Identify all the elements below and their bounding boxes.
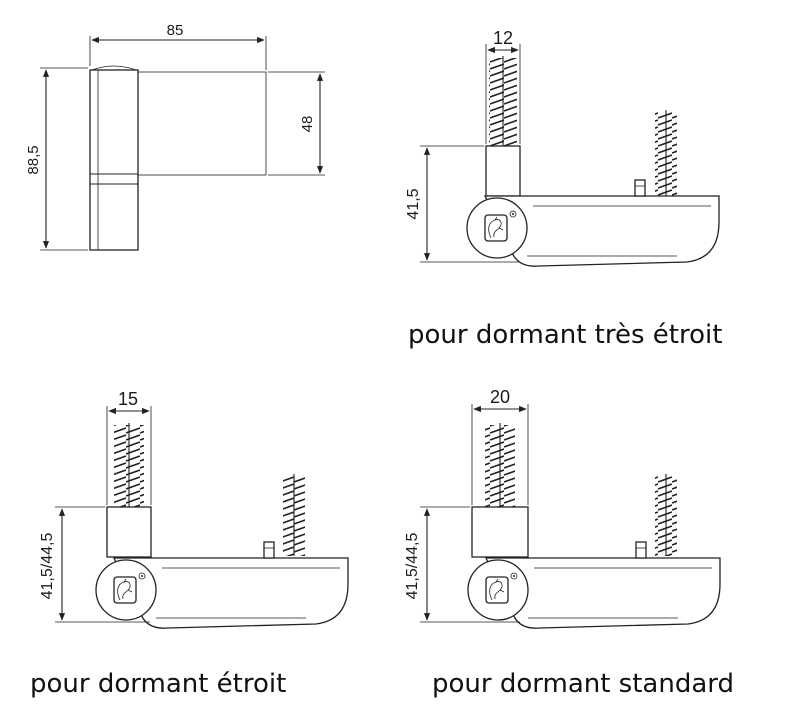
caption-very-narrow: pour dormant très étroit [408,320,722,350]
front-view: 85 88,5 48 [25,22,325,251]
dimension-88-5-label: 88,5 [25,145,42,174]
caption-narrow: pour dormant étroit [30,669,286,699]
dimension-height-label: 41,5/44,5 [404,533,421,600]
dimension-height-label: 41,5 [405,188,422,219]
dimension-pin-label: 12 [493,28,513,48]
dimension-pin-label: 20 [490,387,510,407]
variant-narrow: 15 41,5/44,5 pour dormant étroit [30,389,349,699]
dimension-85-label: 85 [167,22,184,39]
variant-standard: 20 41,5/44,5 pour dormant standard [404,387,734,699]
dimension-pin-label: 15 [118,389,138,409]
dimension-height-label: 41,5/44,5 [39,533,56,600]
dimension-48-label: 48 [299,116,316,133]
variant-very-narrow: 12 41,5 pour dormant très étroit [405,28,722,350]
caption-standard: pour dormant standard [432,669,734,699]
